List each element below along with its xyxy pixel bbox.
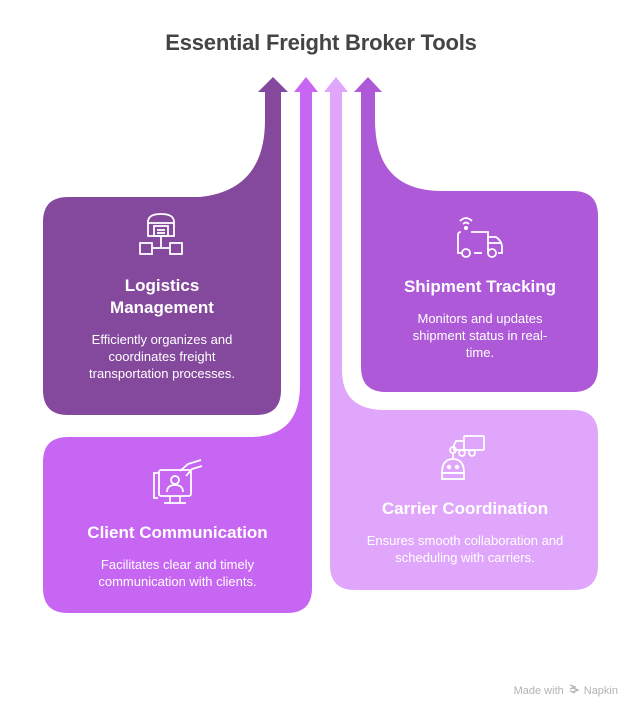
footer-attribution: Made with Napkin (514, 684, 618, 698)
made-with-label: Made with (513, 685, 564, 697)
carrier-title: Carrier Coordination (381, 499, 549, 518)
napkin-brand: Napkin (583, 685, 618, 697)
logistics-title: Logistics Management (55, 275, 269, 319)
robot-truck-icon (438, 433, 492, 487)
carrier-description: Ensures smooth collaboration and schedul… (366, 533, 564, 565)
carrier-arrow-card (324, 77, 598, 590)
shipment-card: Shipment Tracking Monitors and updates s… (380, 276, 580, 361)
shipment-description: Monitors and updates shipment status in … (412, 311, 548, 360)
logistics-arrow-card (43, 77, 288, 415)
monitor-user-icon (150, 458, 206, 510)
warehouse-network-icon (138, 212, 184, 258)
shipment-title: Shipment Tracking (403, 277, 557, 296)
tracked-truck-icon (454, 213, 506, 261)
client-description: Facilitates clear and timely communicati… (98, 557, 257, 589)
logistics-card: Logistics Management Efficiently organiz… (55, 275, 269, 382)
carrier-card: Carrier Coordination Ensures smooth coll… (355, 498, 575, 566)
client-title: Client Communication (87, 523, 268, 542)
client-card: Client Communication Facilitates clear a… (50, 522, 305, 590)
shipment-arrow-card (354, 77, 598, 392)
logistics-description: Efficiently organizes and coordinates fr… (89, 332, 235, 381)
diagram-title: Essential Freight Broker Tools (165, 30, 477, 55)
logistics-title-line2: Management (110, 298, 214, 317)
logistics-title-line1: Logistics (124, 276, 200, 295)
napkin-logo-icon (568, 684, 580, 698)
client-arrow-card (43, 77, 318, 613)
